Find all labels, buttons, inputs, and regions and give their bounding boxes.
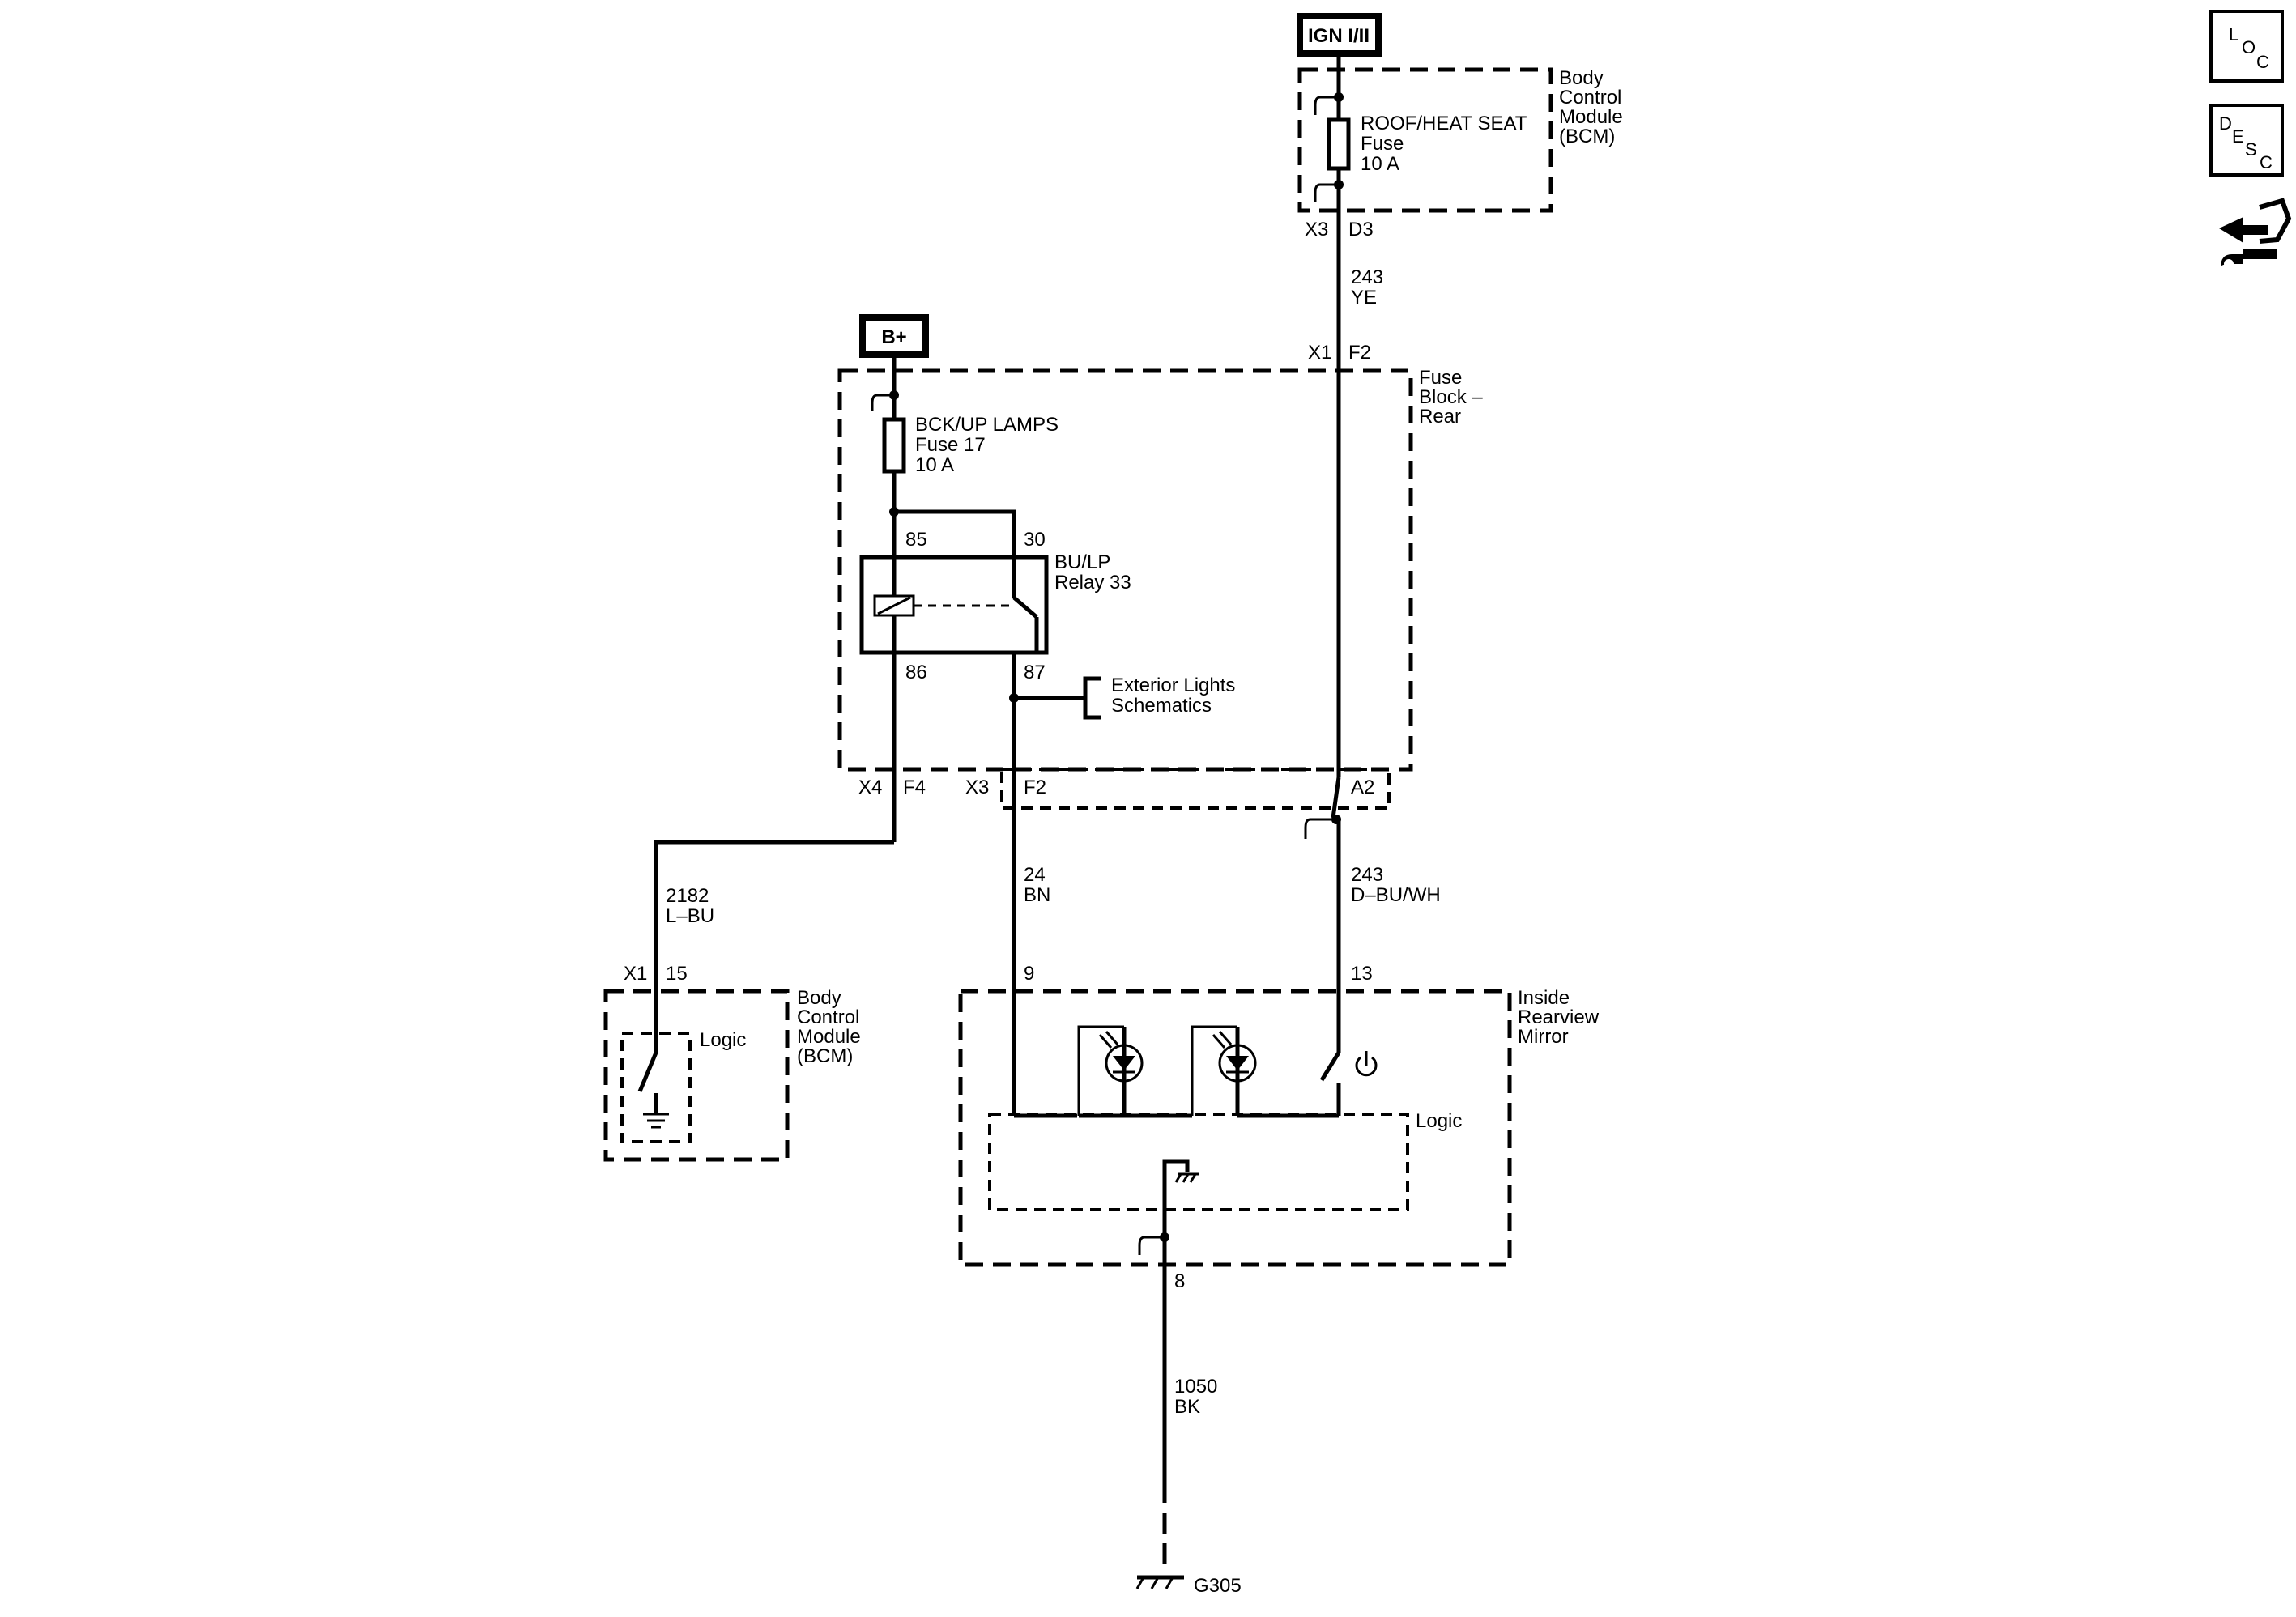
fuse-block-f4: F4 (903, 777, 926, 798)
relay-pin-87: 87 (1024, 662, 1046, 683)
mirror-name-2: Rearview (1518, 1006, 1600, 1028)
bck-up-fuse-number: Fuse 17 (915, 434, 986, 456)
exterior-lights-ref-1: Exterior Lights (1111, 674, 1235, 696)
roof-heat-seat-fuse-name: ROOF/HEAT SEAT (1361, 113, 1527, 134)
inside-rearview-mirror: Inside Rearview Mirror Logic (958, 987, 1600, 1267)
mirror-power-switch (1319, 1051, 1341, 1082)
bcm-top-name-4: (BCM) (1559, 126, 1615, 147)
loc-letter-l: L (2229, 24, 2238, 45)
x3-connector-region (1000, 768, 1391, 810)
connector-symbol (1314, 183, 1339, 202)
fuse-block-f2-top: F2 (1348, 342, 1371, 364)
fuse-block-name-2: Block – (1419, 386, 1483, 408)
roof-heat-seat-fuse-word: Fuse (1361, 133, 1404, 155)
wire-24-circuit: 24 (1024, 864, 1046, 886)
bcm-logic-ground-icon (643, 1113, 669, 1129)
bcm-bottom-name-2: Control (797, 1006, 859, 1028)
exterior-lights-reference-bracket (1083, 676, 1101, 720)
bcm-bottom-name-3: Module (797, 1026, 861, 1048)
fuse-block-rear: Fuse Block – Rear (837, 367, 1483, 772)
fuse-block-x3: X3 (965, 777, 989, 798)
relay-pin-30: 30 (1024, 529, 1046, 551)
bck-up-fuse-rating: 10 A (915, 454, 954, 476)
wire-243-dbu-color: D–BU/WH (1351, 884, 1441, 906)
relay-switch-contact (1012, 596, 1038, 619)
wire-1050-circuit: 1050 (1174, 1376, 1217, 1398)
bcm-top-name-1: Body (1559, 67, 1604, 89)
exterior-lights-ref-2: Schematics (1111, 695, 1212, 717)
photo-sensor-diode-1 (1077, 1025, 1144, 1116)
loc-letter-c: C (2256, 52, 2269, 72)
mirror-pin-13: 13 (1351, 963, 1373, 985)
fuse-block-name-3: Rear (1419, 406, 1461, 428)
desc-letter-s: S (2245, 139, 2257, 160)
mirror-name-3: Mirror (1518, 1026, 1569, 1048)
relay-pin-86: 86 (905, 662, 927, 683)
desc-letter-e: E (2232, 126, 2244, 147)
relay-pin-85: 85 (905, 529, 927, 551)
fuse-block-f2-bottom: F2 (1024, 777, 1046, 798)
connector-symbol (1304, 818, 1336, 839)
fuse-block-a2: A2 (1351, 777, 1374, 798)
bcm-bottom-pin-15: 15 (666, 963, 688, 985)
connector-symbol (1314, 96, 1339, 115)
fuse-block-name-1: Fuse (1419, 367, 1462, 389)
chassis-ground-icon (1174, 1172, 1199, 1183)
ground-g305-label: G305 (1194, 1575, 1242, 1597)
wire-2182-color: L–BU (666, 905, 714, 927)
location-view-button[interactable]: L O C (2209, 10, 2284, 83)
bcm-bottom-name-1: Body (797, 987, 841, 1009)
wire-243-ye-color: YE (1351, 287, 1377, 309)
bcm-top-module: Body Control Module (BCM) (1297, 67, 1623, 213)
g305-ground-icon (1135, 1575, 1184, 1589)
wire-2182-circuit: 2182 (666, 885, 709, 907)
mirror-pin-9: 9 (1024, 963, 1034, 985)
bcm-bottom-name-4: (BCM) (797, 1045, 853, 1067)
wire-1050-color: BK (1174, 1396, 1200, 1418)
bcm-bottom-x1: X1 (624, 963, 647, 985)
bcm-top-name-3: Module (1559, 106, 1623, 128)
bcm-bottom-switch (637, 1052, 658, 1092)
mirror-logic: Logic (1416, 1110, 1462, 1132)
connector-symbol (1138, 1236, 1165, 1255)
fuse-block-x4: X4 (858, 777, 882, 798)
photo-sensor-diode-2 (1191, 1025, 1257, 1116)
relay-name-1: BU/LP (1054, 551, 1110, 573)
ign-label: IGN I/II (1308, 25, 1370, 47)
bck-up-fuse-name: BCK/UP LAMPS (915, 414, 1059, 436)
relay-name-2: Relay 33 (1054, 572, 1131, 594)
loc-letter-o: O (2242, 37, 2256, 57)
power-icon (1355, 1051, 1378, 1077)
connector-symbol (871, 394, 894, 411)
bcm-bottom-logic: Logic (700, 1029, 746, 1051)
wire-243-dbu-circuit: 243 (1351, 864, 1383, 886)
desc-letter-d: D (2219, 113, 2232, 134)
bu-lp-relay-33 (859, 555, 1049, 655)
wire-243-ye-circuit: 243 (1351, 266, 1383, 288)
mirror-name-1: Inside (1518, 987, 1570, 1009)
ign-power-source: IGN I/II (1297, 13, 1382, 57)
bplus-label: B+ (881, 326, 906, 348)
roof-heat-seat-fuse-rating: 10 A (1361, 153, 1399, 175)
bcm-top-name-2: Control (1559, 87, 1621, 109)
wire-24-color: BN (1024, 884, 1050, 906)
battery-power-source: B+ (859, 314, 929, 358)
roof-heat-seat-fuse (1327, 117, 1351, 171)
diagnostic-connector-wrench-icon[interactable] (2219, 198, 2292, 269)
description-view-button[interactable]: D E S C (2209, 104, 2284, 177)
bcm-top-pin: D3 (1348, 219, 1374, 240)
bcm-bottom-module: Body Control Module (BCM) Logic (603, 987, 861, 1162)
desc-letter-c: C (2260, 152, 2273, 172)
bcm-top-connector: X3 (1305, 219, 1328, 240)
bck-up-lamps-fuse (882, 417, 906, 474)
mirror-pin-8: 8 (1174, 1270, 1185, 1292)
fuse-block-x1: X1 (1308, 342, 1331, 364)
